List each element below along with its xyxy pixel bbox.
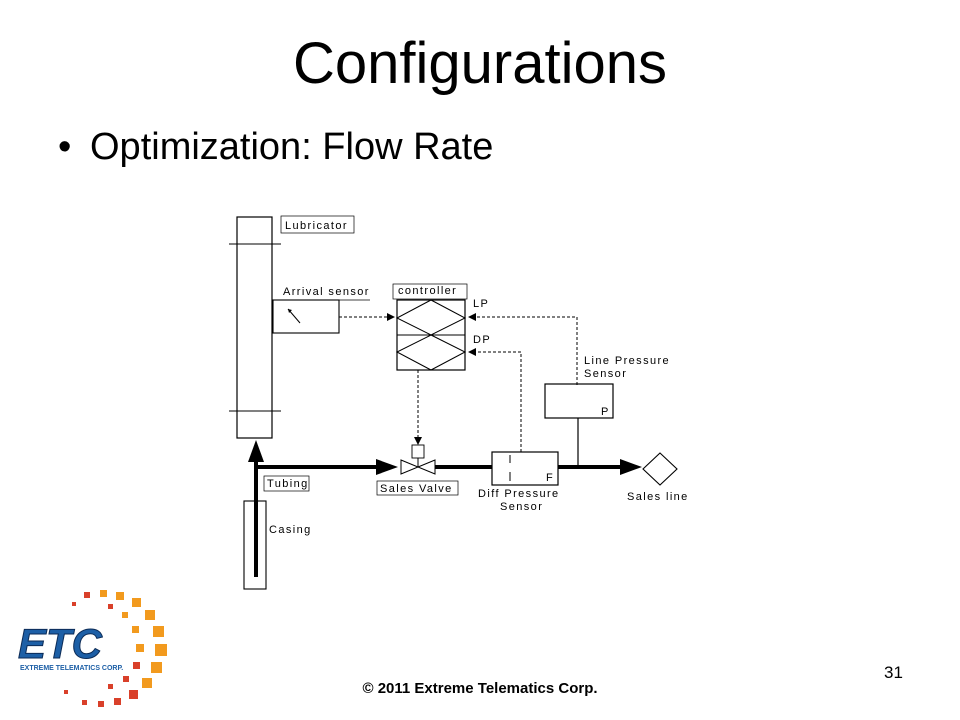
diff-pressure-label-1: Diff Pressure xyxy=(478,488,560,500)
f-label: F xyxy=(546,472,554,484)
logo-wordmark: ETC xyxy=(18,620,103,667)
etc-logo: ETC EXTREME TELEMATICS CORP. xyxy=(18,590,167,707)
line-pressure-sensor-box xyxy=(544,383,614,419)
logo-sunburst-icon xyxy=(64,590,167,707)
page-number: 31 xyxy=(884,663,903,682)
copyright-footer: © 2011 Extreme Telematics Corp. xyxy=(362,680,598,697)
bullet-item: • Optimization: Flow Rate xyxy=(58,122,493,172)
sales-line-diamond xyxy=(642,452,678,486)
arrival-sensor-label: Arrival sensor xyxy=(283,286,370,298)
line-pressure-label-1: Line Pressure xyxy=(584,355,670,367)
tubing-label-box xyxy=(263,475,310,492)
p-label: P xyxy=(601,406,610,418)
bullet-text: Optimization: Flow Rate xyxy=(90,126,494,168)
lubricator-label-box xyxy=(280,215,355,234)
bullet-dot-icon: • xyxy=(58,126,72,168)
lp-label: LP xyxy=(473,298,489,310)
dp-label: DP xyxy=(473,334,491,346)
line-pressure-label-2: Sensor xyxy=(584,368,627,380)
sales-line-label: Sales line xyxy=(627,491,689,503)
sales-valve-label: Sales Valve xyxy=(380,483,453,495)
lubricator-tube xyxy=(236,216,273,439)
controller-label: controller xyxy=(398,285,457,297)
casing-label: Casing xyxy=(269,524,312,536)
sales-valve xyxy=(400,444,436,475)
diff-pressure-label-2: Sensor xyxy=(500,501,543,513)
sales-valve-label-box xyxy=(376,480,459,496)
logo-subtext: EXTREME TELEMATICS CORP. xyxy=(20,665,123,672)
slide-title: Configurations xyxy=(293,31,667,96)
arrival-sensor-box xyxy=(272,299,340,334)
tubing-label: Tubing xyxy=(267,478,309,490)
lubricator-label: Lubricator xyxy=(285,220,348,232)
